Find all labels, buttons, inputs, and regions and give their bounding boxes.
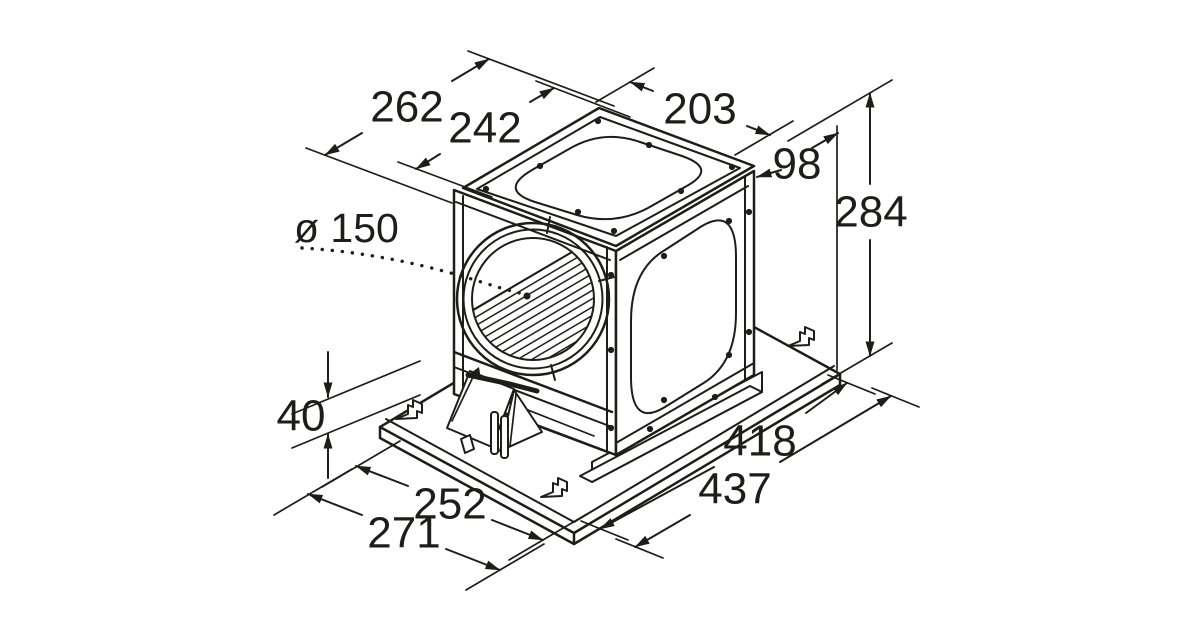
top-panel-screws [482,117,736,235]
dim-label-duct-diameter: ø 150 [294,205,399,251]
dim-label-base-length-inner: 418 [723,417,796,466]
dim-252: 252 [355,465,544,541]
dim-203: 203 [629,81,771,136]
dim-label-top-inner-width: 242 [448,104,521,153]
dim-242: 242 [415,87,555,170]
dim-262: 262 [324,58,490,156]
duct-opening [455,216,615,381]
dim-98: 98 [756,132,839,189]
dim-40: 40 [277,351,333,479]
damper-flap-hatch [473,252,594,360]
dim-label-top-depth: 203 [663,85,736,134]
side-panel-screws [646,208,753,433]
mounting-bracket [446,367,543,459]
dim-418: 418 [599,382,848,530]
dim-437: 437 [634,395,892,548]
dim-label-side-offset: 98 [773,140,822,189]
dim-label-base-width-inner: 252 [413,480,486,529]
dim-label-base-width-outer: 271 [367,509,440,558]
dim-label-clearance: 40 [277,392,326,441]
dim-label-base-length-outer: 437 [698,465,771,514]
dim-284: 284 [834,92,908,357]
dimension-annotations: 262 242 203 98 284 40 [273,50,920,591]
dim-dia-150: ø 150 [294,205,524,296]
dim-label-top-outer-width: 262 [370,83,443,132]
collar-clips [546,216,615,381]
dim-271: 271 [307,493,501,571]
dim-label-height: 284 [834,188,907,237]
